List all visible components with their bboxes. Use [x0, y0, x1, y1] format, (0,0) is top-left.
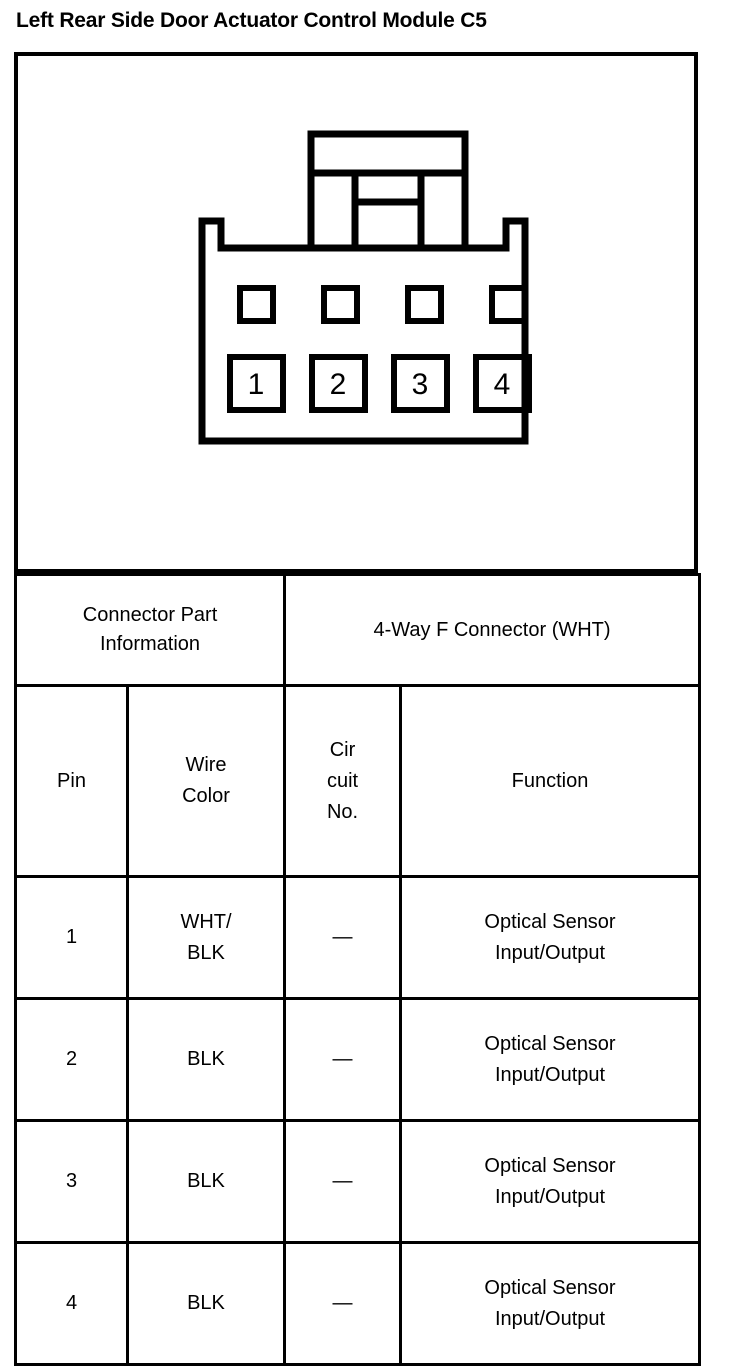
cell-circuit-no: —	[283, 1241, 403, 1366]
header-wire-color-line-2: Color	[182, 785, 230, 807]
cell-circuit-no: —	[283, 997, 403, 1122]
header-circuit-line-1: Cir	[329, 738, 356, 761]
cavity-squares	[237, 285, 528, 324]
connector-part-information-label: Connector Part Information	[13, 573, 287, 687]
header-wire-color: Wire Color	[125, 684, 287, 878]
cell-function: Optical Sensor Input/Output	[399, 875, 702, 1000]
connector-part-information-row: Connector Part Information 4-Way F Conne…	[13, 573, 702, 687]
cell-function-line-2: Input/Output	[494, 941, 606, 964]
terminal-square-3	[391, 354, 450, 413]
table-row: 1 WHT/ BLK — Optical Sensor Input/Output	[14, 875, 702, 1000]
cell-circuit-no: —	[283, 1119, 403, 1244]
cell-function-line-1: Optical Sensor	[484, 1154, 616, 1177]
terminal-squares	[227, 354, 532, 413]
cavity-square-2	[321, 285, 360, 324]
cell-function-line-1: Optical Sensor	[484, 910, 616, 933]
table-header-row: Pin Wire Color Cir cuit No. Function	[14, 684, 702, 878]
cell-wire-color: BLK	[125, 1119, 287, 1244]
connector-body-outline	[198, 217, 529, 445]
connector-pinout-table: Connector Part Information 4-Way F Conne…	[13, 573, 702, 1366]
page-title: Left Rear Side Door Actuator Control Mod…	[16, 9, 487, 32]
cavity-square-3	[405, 285, 444, 324]
cavity-square-4	[489, 285, 528, 324]
cell-wire-color-line-1: BLK	[187, 1048, 225, 1070]
table-row: 3 BLK — Optical Sensor Input/Output	[14, 1119, 702, 1244]
connector-part-information-value: 4-Way F Connector (WHT)	[283, 573, 702, 687]
header-circuit-line-3: No.	[326, 800, 359, 823]
cell-function-line-2: Input/Output	[494, 1185, 606, 1208]
pin-number-1: 1	[248, 368, 265, 401]
cavity-square-1	[237, 285, 276, 324]
connector-latch-icon	[307, 130, 469, 252]
cell-function: Optical Sensor Input/Output	[399, 997, 702, 1122]
cell-wire-color-line-2: BLK	[187, 941, 225, 964]
cell-pin: 3	[14, 1119, 129, 1244]
cell-function-line-2: Input/Output	[494, 1307, 606, 1330]
cell-circuit-no: —	[283, 875, 403, 1000]
cell-function-line-1: Optical Sensor	[484, 1032, 616, 1055]
pin-number-labels: 1 2 3 4	[248, 368, 511, 401]
header-function: Function	[399, 684, 702, 878]
cell-function-line-2: Input/Output	[494, 1063, 606, 1086]
terminal-square-1	[227, 354, 286, 413]
header-pin: Pin	[14, 684, 129, 878]
cell-wire-color-line-1: BLK	[187, 1292, 225, 1314]
pin-number-2: 2	[330, 368, 347, 401]
cell-wire-color-line-1: WHT/	[180, 910, 232, 933]
cell-wire-color: BLK	[125, 1241, 287, 1366]
cpi-label-line-2: Information	[99, 633, 201, 655]
header-circuit-line-2: cuit	[326, 769, 359, 792]
cell-wire-color: BLK	[125, 997, 287, 1122]
table-row: 4 BLK — Optical Sensor Input/Output	[14, 1241, 702, 1366]
cell-function-line-1: Optical Sensor	[484, 1276, 616, 1299]
cell-pin: 1	[14, 875, 129, 1000]
cpi-label-line-1: Connector Part	[82, 604, 218, 626]
cell-pin: 2	[14, 997, 129, 1122]
connector-face-view-icon: 1 2 3 4	[198, 130, 532, 445]
terminal-square-4	[473, 354, 532, 413]
pin-number-3: 3	[412, 368, 429, 401]
pin-number-4: 4	[494, 368, 511, 401]
cell-function: Optical Sensor Input/Output	[399, 1119, 702, 1244]
terminal-square-2	[309, 354, 368, 413]
header-wire-color-line-1: Wire	[185, 754, 227, 776]
cell-function: Optical Sensor Input/Output	[399, 1241, 702, 1366]
connector-diagram-panel: 1 2 3 4	[14, 52, 698, 573]
table-row: 2 BLK — Optical Sensor Input/Output	[14, 997, 702, 1122]
header-circuit-no: Cir cuit No.	[283, 684, 403, 878]
cell-wire-color: WHT/ BLK	[125, 875, 287, 1000]
cell-wire-color-line-1: BLK	[187, 1170, 225, 1192]
cell-pin: 4	[14, 1241, 129, 1366]
